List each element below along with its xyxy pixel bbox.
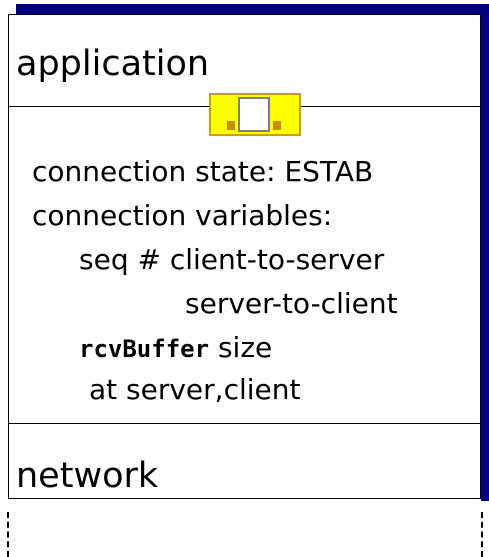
host-box xyxy=(8,14,481,499)
right-dashed-line xyxy=(481,512,483,557)
network-divider xyxy=(8,423,481,424)
application-layer-label: application xyxy=(16,44,210,84)
left-dashed-line xyxy=(7,512,9,557)
at-server-client-line: at server,client xyxy=(89,373,301,406)
box-shadow-top xyxy=(16,4,486,16)
rcvbuffer-size-text: size xyxy=(217,331,273,364)
socket-door xyxy=(238,97,270,132)
socket-latch-left xyxy=(227,121,235,130)
socket-latch-right xyxy=(273,121,281,130)
network-layer-label: network xyxy=(16,456,159,496)
socket-icon xyxy=(209,93,301,136)
seq-client-to-server-line: seq # client-to-server xyxy=(79,243,385,276)
rcvbuffer-code: rcvBuffer xyxy=(79,335,210,363)
rcvbuffer-size-line: rcvBuffer size xyxy=(79,334,272,362)
connection-variables-line: connection variables: xyxy=(32,199,333,232)
seq-server-to-client-line: server-to-client xyxy=(185,287,398,320)
connection-state-line: connection state: ESTAB xyxy=(32,155,374,188)
box-shadow-right xyxy=(481,4,489,501)
